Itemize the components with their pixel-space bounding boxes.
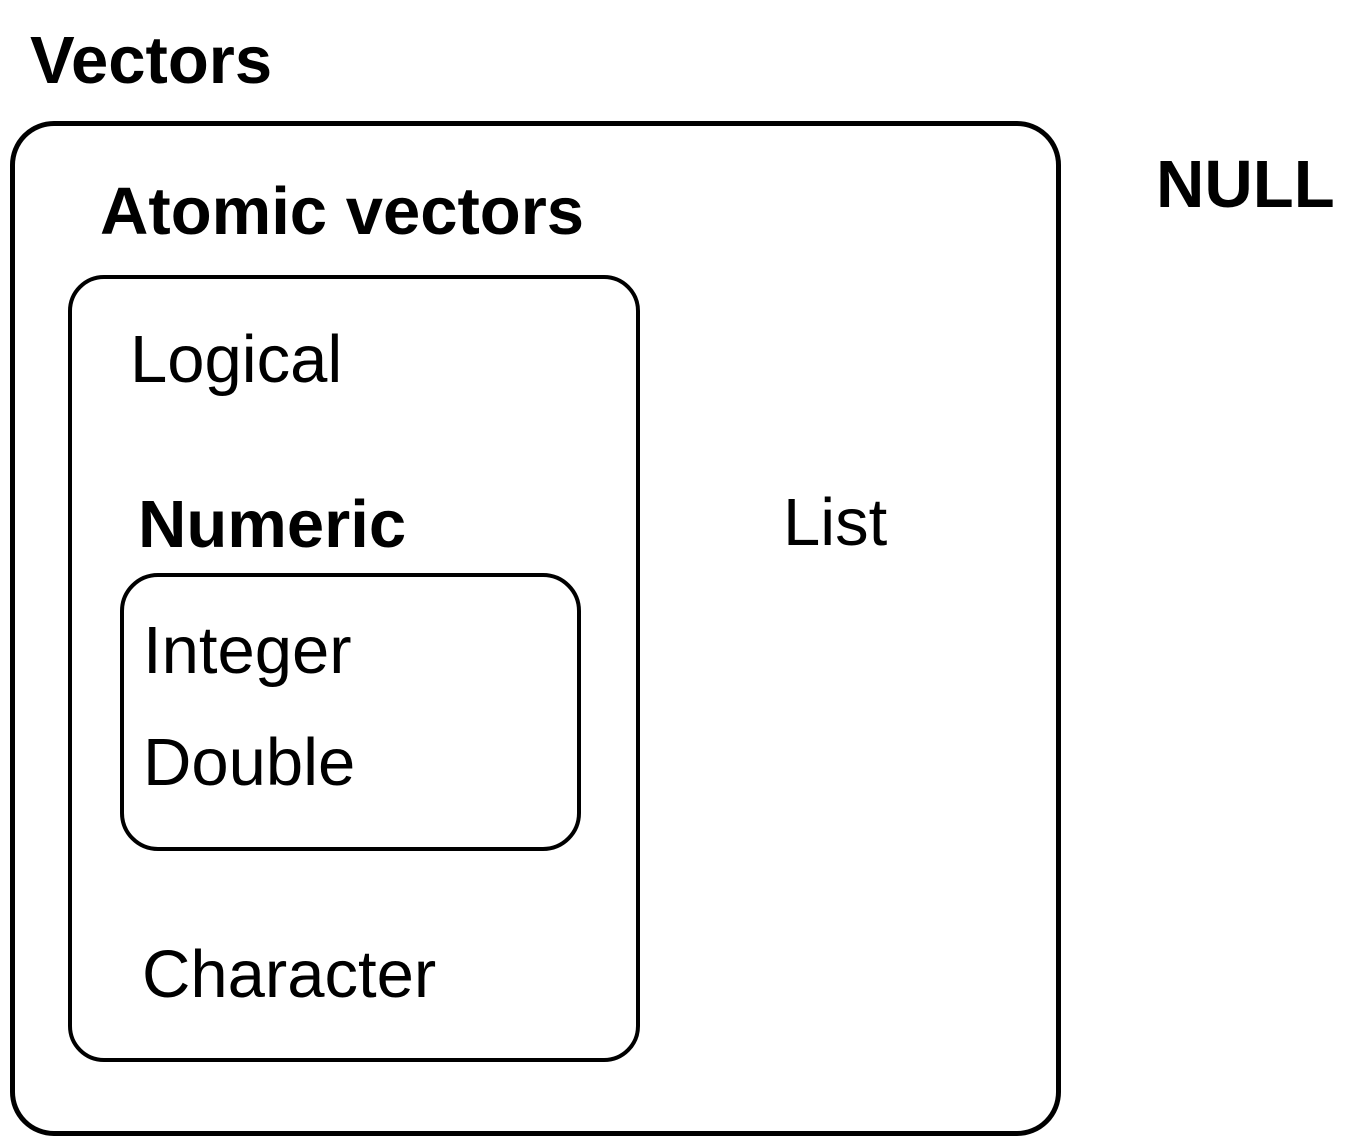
null-label: NULL bbox=[1156, 147, 1335, 222]
integer-label: Integer bbox=[143, 613, 352, 688]
double-label: Double bbox=[143, 725, 356, 800]
numeric-label: Numeric bbox=[138, 487, 407, 562]
logical-label: Logical bbox=[130, 322, 343, 397]
numeric-box bbox=[120, 573, 581, 851]
character-label: Character bbox=[142, 937, 437, 1012]
atomic-vectors-label: Atomic vectors bbox=[100, 174, 585, 249]
atomic-vectors-box bbox=[68, 275, 640, 1062]
vectors-box bbox=[10, 121, 1061, 1136]
list-label: List bbox=[783, 485, 888, 560]
diagram-title: Vectors bbox=[30, 23, 273, 98]
